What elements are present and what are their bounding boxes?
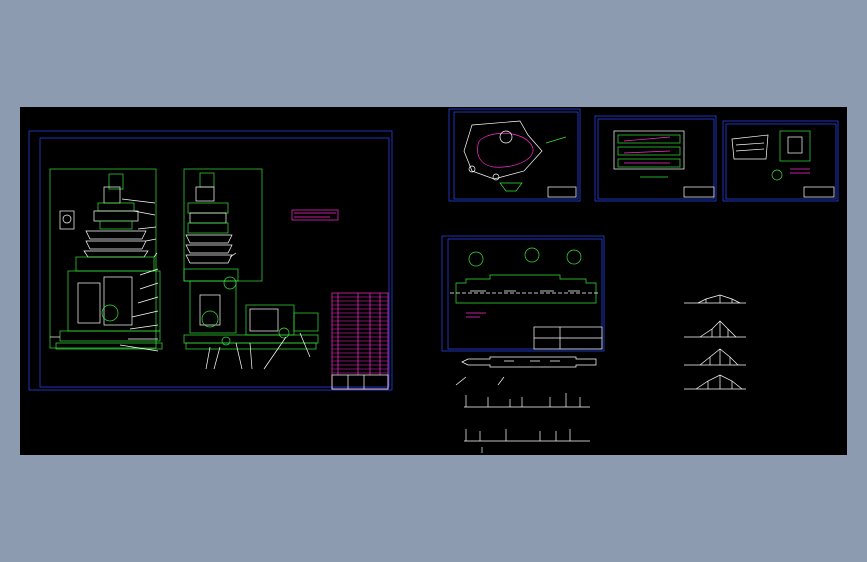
- sheet-detail-1[interactable]: [448, 108, 581, 202]
- parts-list-table: [331, 292, 389, 390]
- cad-model-space[interactable]: [20, 107, 847, 455]
- sheet-shaft[interactable]: [441, 235, 605, 352]
- shaft-force-diagram: [455, 356, 597, 453]
- sheet-detail-2[interactable]: [594, 115, 717, 202]
- right-mill-elevation: [183, 168, 319, 350]
- left-mill-elevation: [49, 168, 163, 350]
- cad-drawing: [28, 108, 839, 453]
- moment-diagrams: [684, 294, 746, 390]
- technical-notes: [291, 209, 339, 221]
- sheet-assembly[interactable]: [28, 130, 393, 391]
- sheet-detail-3[interactable]: [722, 120, 839, 202]
- left-leaders: [119, 198, 159, 352]
- right-leaders: [205, 252, 311, 370]
